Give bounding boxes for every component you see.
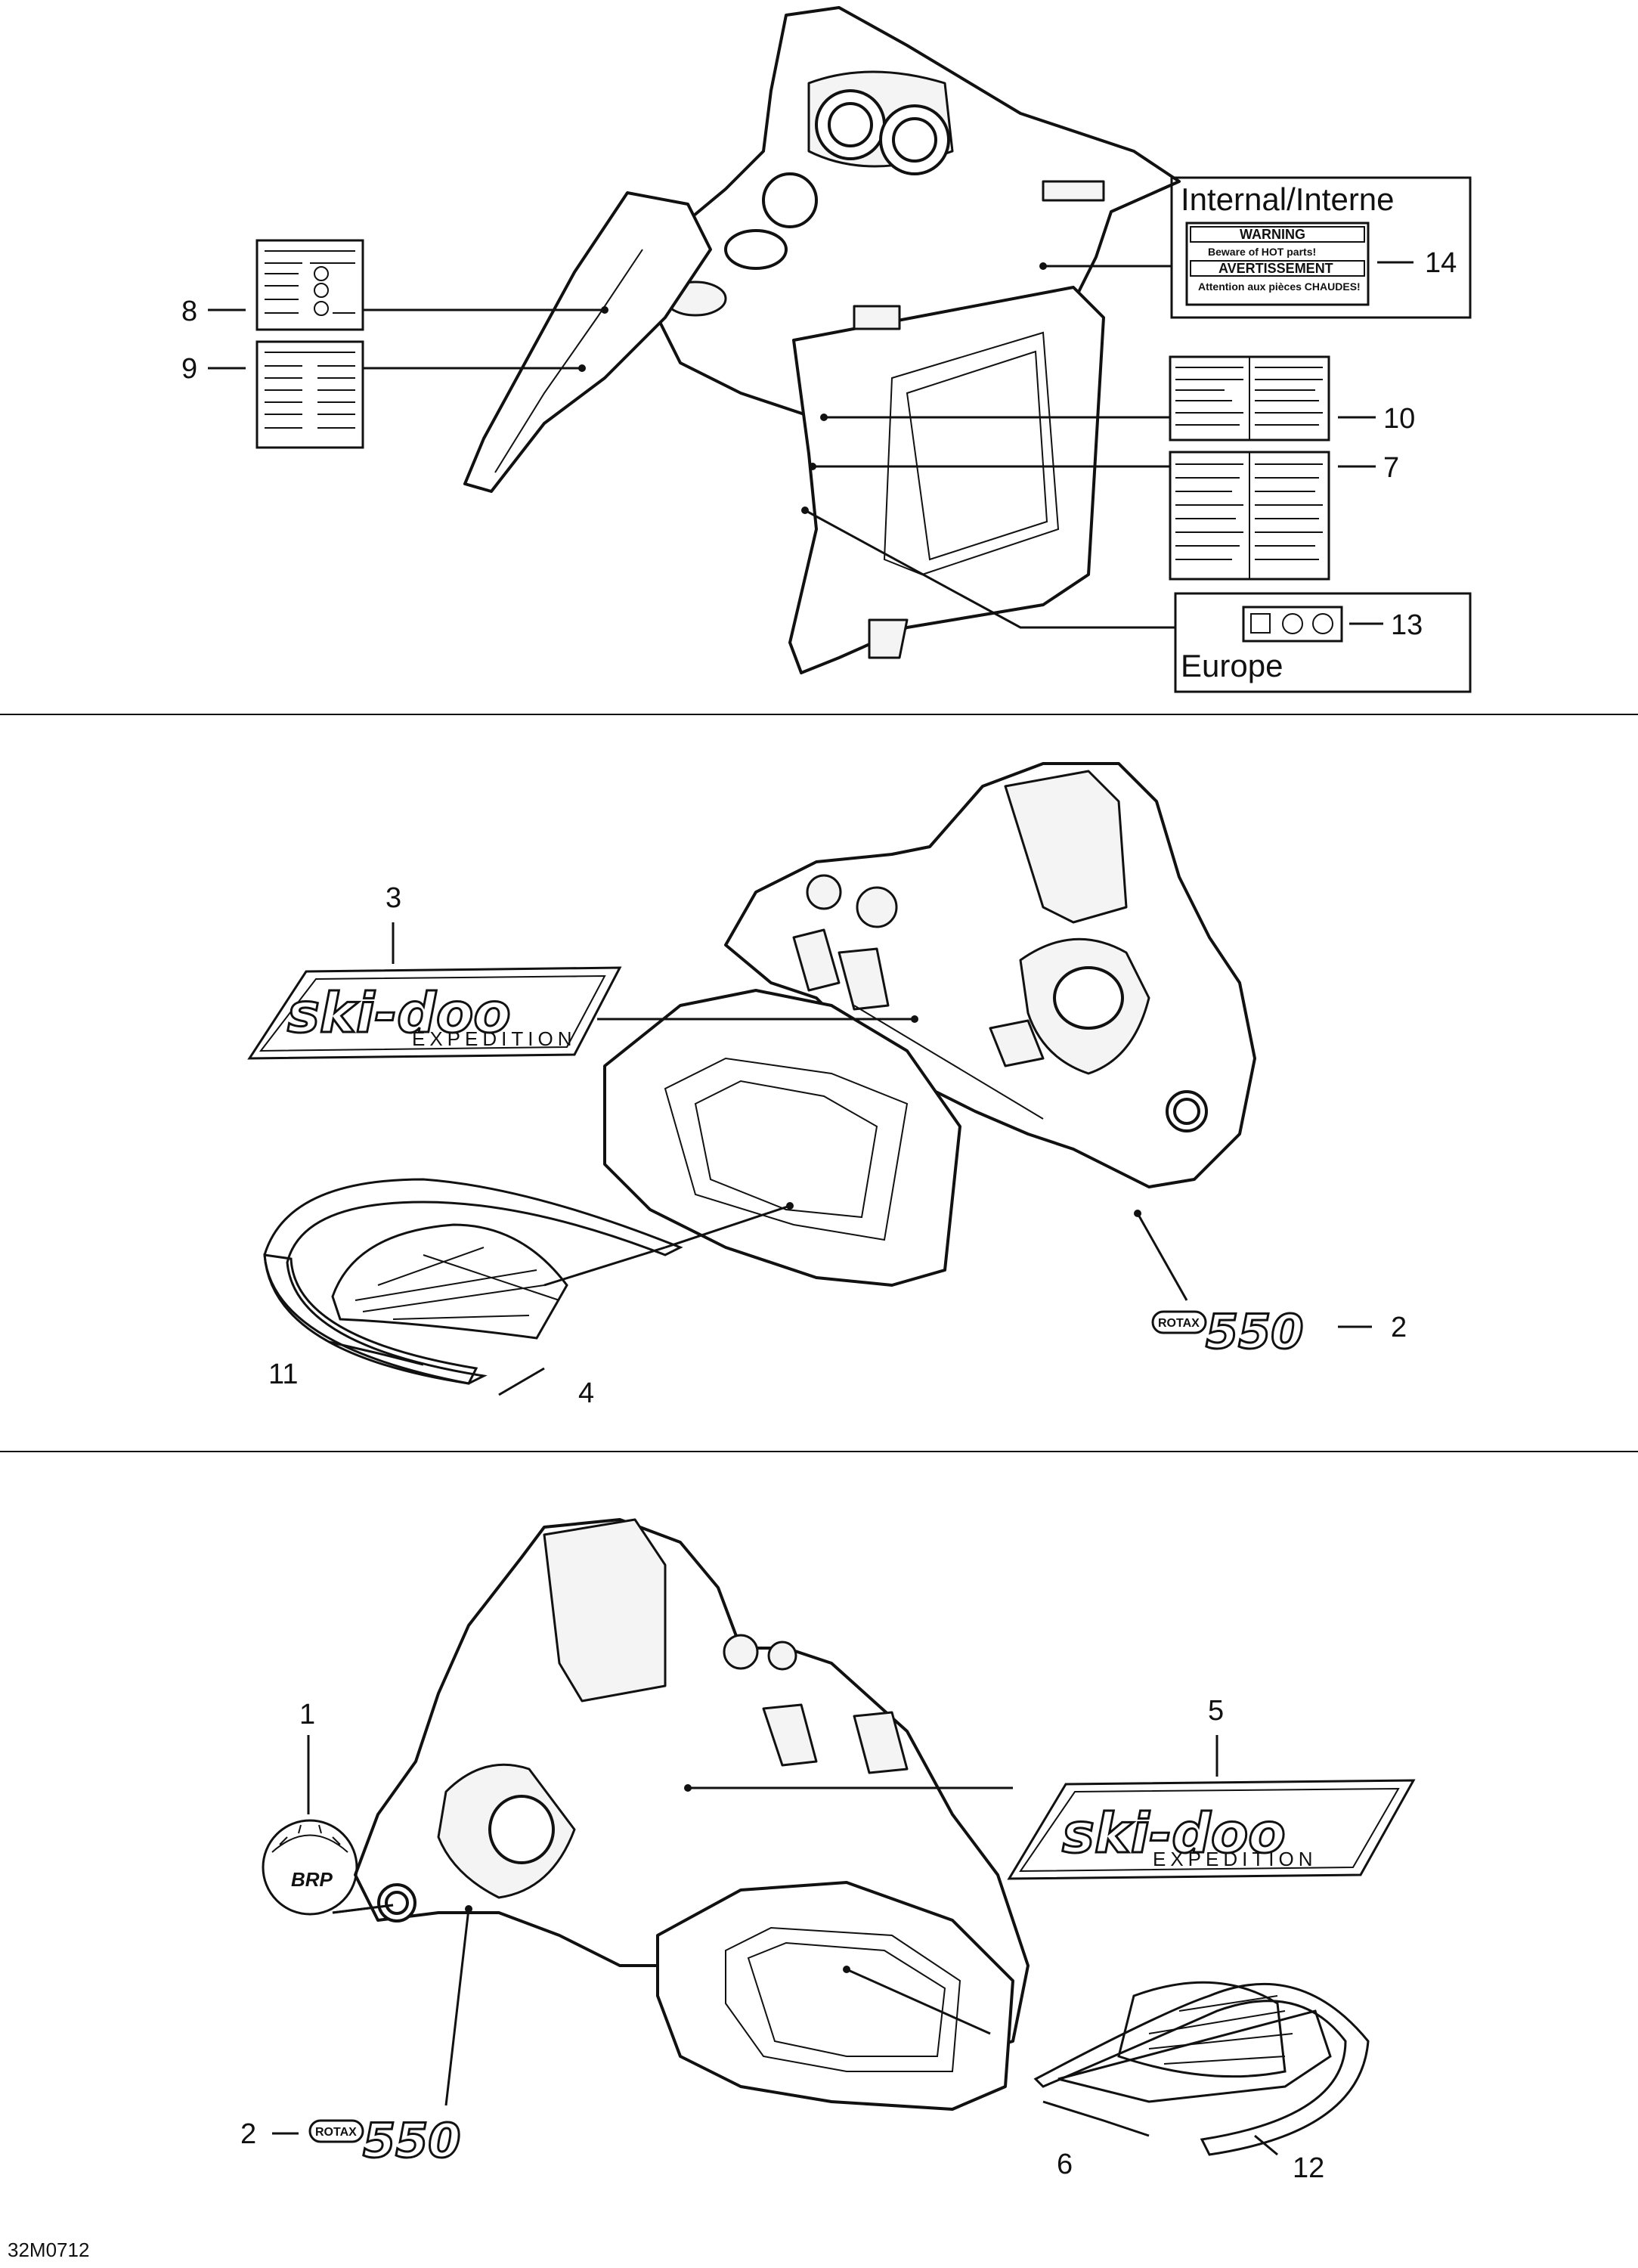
callout-11: 11 <box>268 1359 298 1390</box>
callout-10: 10 <box>1383 403 1415 435</box>
svg-text:ski-doo: ski-doo <box>287 981 511 1045</box>
side-stripe-decals-4-11 <box>263 1178 683 1385</box>
label-7-decal <box>1169 451 1330 581</box>
rotax-decal-2-bottom: ROTAX 550 <box>308 2112 462 2170</box>
europe-title: Europe <box>1181 648 1283 683</box>
warning-line: Beware of HOT parts! <box>1208 246 1316 258</box>
console-assembly-top <box>463 6 1181 674</box>
europe-box: Europe <box>1174 592 1472 693</box>
side-stripe-decals-6-12 <box>1033 1981 1370 2156</box>
svg-text:EXPEDITION: EXPEDITION <box>1153 1848 1317 1870</box>
svg-text:BRP: BRP <box>291 1868 333 1891</box>
skidoo-decal-5: ski-doo EXPEDITION <box>1007 1779 1416 1880</box>
avertissement-line: Attention aux pièces CHAUDES! <box>1198 280 1361 293</box>
svg-text:ROTAX: ROTAX <box>1158 1317 1200 1330</box>
internal-box: Internal/Interne WARNING Beware of HOT p… <box>1170 176 1472 319</box>
callout-4: 4 <box>578 1377 594 1409</box>
callout-14: 14 <box>1425 247 1457 279</box>
callout-8: 8 <box>181 296 197 327</box>
rotax-decal-2-middle: ROTAX 550 <box>1151 1303 1305 1361</box>
callout-5: 5 <box>1208 1695 1224 1727</box>
svg-text:ski-doo: ski-doo <box>1062 1802 1286 1865</box>
svg-text:550: 550 <box>363 2113 460 2168</box>
avertissement-heading: AVERTISSEMENT <box>1218 261 1333 276</box>
svg-text:ROTAX: ROTAX <box>315 2126 357 2139</box>
callout-1: 1 <box>299 1699 315 1730</box>
svg-text:EXPEDITION: EXPEDITION <box>412 1027 576 1050</box>
svg-text:550: 550 <box>1206 1304 1303 1359</box>
label-10-decal <box>1169 355 1330 442</box>
label-8-decal <box>255 239 364 331</box>
callout-2b: 2 <box>240 2118 256 2150</box>
hood-assembly-bottom <box>354 1518 1030 2111</box>
internal-title: Internal/Interne <box>1181 181 1395 217</box>
callout-6: 6 <box>1057 2149 1073 2180</box>
callout-3: 3 <box>386 882 401 914</box>
callout-9: 9 <box>181 353 197 385</box>
warning-heading: WARNING <box>1240 227 1305 242</box>
callout-2a: 2 <box>1391 1312 1407 1343</box>
callout-13: 13 <box>1391 609 1423 641</box>
skidoo-decal-3: ski-doo EXPEDITION <box>247 966 622 1060</box>
callout-7: 7 <box>1383 452 1399 484</box>
brp-badge-1: BRP <box>262 1819 358 1916</box>
diagram-id: 32M0712 <box>8 2239 89 2261</box>
hood-assembly-middle <box>603 762 1256 1287</box>
callout-12: 12 <box>1293 2152 1324 2184</box>
label-9-decal <box>255 340 364 449</box>
